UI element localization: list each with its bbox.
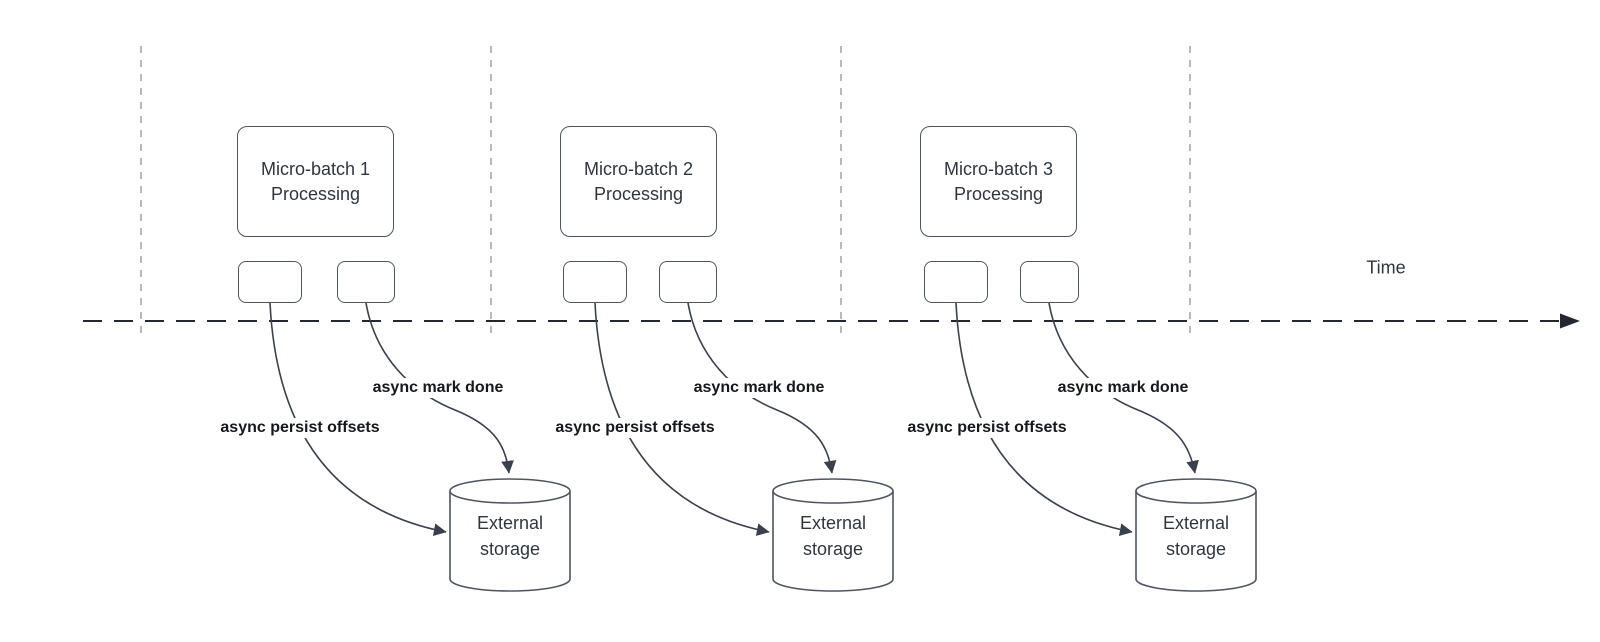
external-storage-cylinder-1: [449, 478, 571, 592]
external-storage-label-3-line2: storage: [1165, 539, 1227, 559]
external-storage-label-3-line1: External: [1162, 513, 1230, 533]
micro-batch-1-box: Micro-batch 1 Processing: [237, 126, 394, 237]
external-storage-cylinder-3: [1135, 478, 1257, 592]
mark-done-arrow-1: [365, 302, 514, 474]
mark-done-arrow-3: [1048, 302, 1199, 474]
micro-batch-3-label-line1: Micro-batch 3: [943, 158, 1054, 179]
external-storage-label-3: External storage: [1136, 510, 1256, 562]
micro-batch-3-box: Micro-batch 3 Processing: [920, 126, 1077, 237]
time-axis-label: Time: [1366, 257, 1406, 278]
micro-batch-2-label-line2: Processing: [593, 183, 684, 204]
micro-batch-1-label-line2: Processing: [270, 183, 361, 204]
mark-done-task-box-1: [337, 261, 395, 303]
mark-done-label-1: async mark done: [369, 378, 507, 398]
offset-task-box-2: [563, 261, 627, 303]
persist-offsets-label-1: async persist offsets: [217, 418, 383, 438]
micro-batch-2-box: Micro-batch 2 Processing: [560, 126, 717, 237]
mark-done-label-3: async mark done: [1054, 378, 1192, 398]
micro-batch-1-label-line1: Micro-batch 1: [260, 158, 371, 179]
offset-task-box-3: [924, 261, 988, 303]
micro-batch-2-label-line1: Micro-batch 2: [583, 158, 694, 179]
persist-offsets-arrow-1: [269, 302, 447, 536]
external-storage-label-2-line2: storage: [802, 539, 864, 559]
timeline-arrowhead-icon: [1560, 313, 1580, 329]
persist-offsets-label-3: async persist offsets: [904, 418, 1070, 438]
external-storage-label-2: External storage: [773, 510, 893, 562]
mark-done-arrow-2: [687, 302, 837, 474]
offset-task-box-1: [238, 261, 302, 303]
external-storage-label-1-line2: storage: [479, 539, 541, 559]
persist-offsets-label-2: async persist offsets: [552, 418, 718, 438]
external-storage-label-1-line1: External: [476, 513, 544, 533]
persist-offsets-arrow-2: [594, 302, 770, 536]
mark-done-task-box-3: [1020, 261, 1079, 303]
mark-done-task-box-2: [659, 261, 717, 303]
micro-batch-3-label-line2: Processing: [953, 183, 1044, 204]
external-storage-cylinder-2: [772, 478, 894, 592]
external-storage-label-1: External storage: [450, 510, 570, 562]
external-storage-label-2-line1: External: [799, 513, 867, 533]
persist-offsets-arrow-3: [955, 302, 1133, 536]
mark-done-label-2: async mark done: [690, 378, 828, 398]
